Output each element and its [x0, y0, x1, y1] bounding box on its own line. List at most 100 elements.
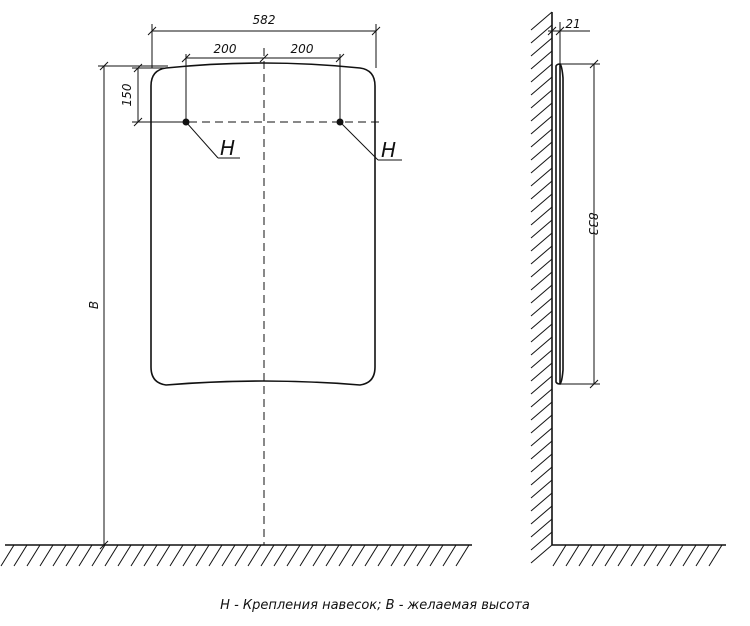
hatch-line	[530, 167, 553, 187]
hook-offset-dimension: 150	[120, 63, 186, 127]
wall-side	[530, 11, 553, 564]
hatch-line	[530, 414, 553, 434]
hatch-line	[530, 336, 553, 356]
hatch-line	[377, 544, 392, 567]
hatch-line	[65, 544, 80, 567]
mirror-outline	[150, 62, 376, 386]
hatch-line	[530, 128, 553, 148]
hatch-line	[630, 544, 645, 567]
hatch-line	[416, 544, 431, 567]
hatch-line	[104, 544, 119, 567]
hatch-line	[530, 193, 553, 213]
hatch-line	[530, 505, 553, 525]
hatch-line	[530, 349, 553, 369]
hatch-line	[530, 154, 553, 174]
hatch-line	[530, 466, 553, 486]
hatch-line	[364, 544, 379, 567]
hatch-line	[530, 76, 553, 96]
hatch-line	[695, 544, 710, 567]
hatch-line	[530, 258, 553, 278]
hatch-line	[530, 453, 553, 473]
width-dim-label: 582	[253, 13, 276, 27]
hatch-line	[156, 544, 171, 567]
hatch-line	[552, 544, 567, 567]
floor-front	[0, 544, 472, 567]
hatch-line	[530, 310, 553, 330]
hatch-line	[52, 544, 67, 567]
hook-right: H	[336, 118, 402, 162]
hatch-line	[530, 271, 553, 291]
hatch-line	[169, 544, 184, 567]
hatch-line	[130, 544, 145, 567]
hatch-line	[13, 544, 28, 567]
hatch-line	[351, 544, 366, 567]
hatch-line	[403, 544, 418, 567]
hatch-line	[312, 544, 327, 567]
hatch-line	[530, 141, 553, 161]
hatch-line	[455, 544, 470, 567]
right-spacing-label: 200	[291, 42, 314, 56]
hatch-line	[530, 232, 553, 252]
hatch-line	[91, 544, 106, 567]
hatch-line	[530, 102, 553, 122]
hatch-line	[530, 479, 553, 499]
hatch-line	[530, 492, 553, 512]
hatch-line	[530, 180, 553, 200]
hatch-line	[530, 219, 553, 239]
mirror-profile	[555, 63, 561, 385]
hatch-line	[530, 388, 553, 408]
hatch-line	[530, 297, 553, 317]
hatch-line	[530, 531, 553, 551]
hatch-line	[78, 544, 93, 567]
hatch-line	[530, 245, 553, 265]
height-dimension: B	[87, 61, 168, 550]
hatch-line	[39, 544, 54, 567]
depth-dim-label: 21	[565, 17, 580, 31]
hatch-line	[234, 544, 249, 567]
hatch-line	[208, 544, 223, 567]
depth-dimension: 21	[547, 17, 590, 64]
hatch-line	[0, 544, 15, 567]
width-dimension: 582	[147, 13, 381, 68]
hatch-line	[442, 544, 457, 567]
hatch-line	[530, 24, 553, 44]
hatch-line	[195, 544, 210, 567]
hatch-line	[530, 401, 553, 421]
hatch-line	[643, 544, 658, 567]
hatch-line	[429, 544, 444, 567]
hook-left: H	[182, 118, 240, 160]
hatch-line	[26, 544, 41, 567]
front-view: 582 200 200 150 B	[0, 13, 472, 567]
hatch-line	[578, 544, 593, 567]
hatch-line	[530, 115, 553, 135]
hatch-line	[247, 544, 262, 567]
hook-spacing-dimensions: 200 200	[181, 42, 345, 122]
hatch-line	[530, 375, 553, 395]
hatch-line	[708, 544, 723, 567]
hook-left-label: H	[220, 136, 235, 160]
hatch-line	[338, 544, 353, 567]
side-height-dimension: 833	[560, 59, 600, 389]
hatch-line	[530, 11, 553, 31]
hatch-line	[530, 89, 553, 109]
side-height-label: 833	[586, 213, 600, 236]
hatch-line	[260, 544, 275, 567]
hatch-line	[530, 37, 553, 57]
hatch-line	[286, 544, 301, 567]
floor-side	[552, 544, 726, 567]
hatch-line	[325, 544, 340, 567]
legend-caption: H - Крепления навесок; B - желаемая высо…	[220, 598, 530, 613]
hatch-line	[390, 544, 405, 567]
hatch-line	[273, 544, 288, 567]
hatch-line	[530, 50, 553, 70]
hatch-line	[143, 544, 158, 567]
side-view: 21 833	[530, 11, 726, 567]
hatch-line	[530, 518, 553, 538]
hatch-line	[530, 362, 553, 382]
hook-offset-label: 150	[120, 83, 134, 106]
hatch-line	[530, 323, 553, 343]
hatch-line	[530, 427, 553, 447]
hatch-line	[117, 544, 132, 567]
hatch-line	[221, 544, 236, 567]
